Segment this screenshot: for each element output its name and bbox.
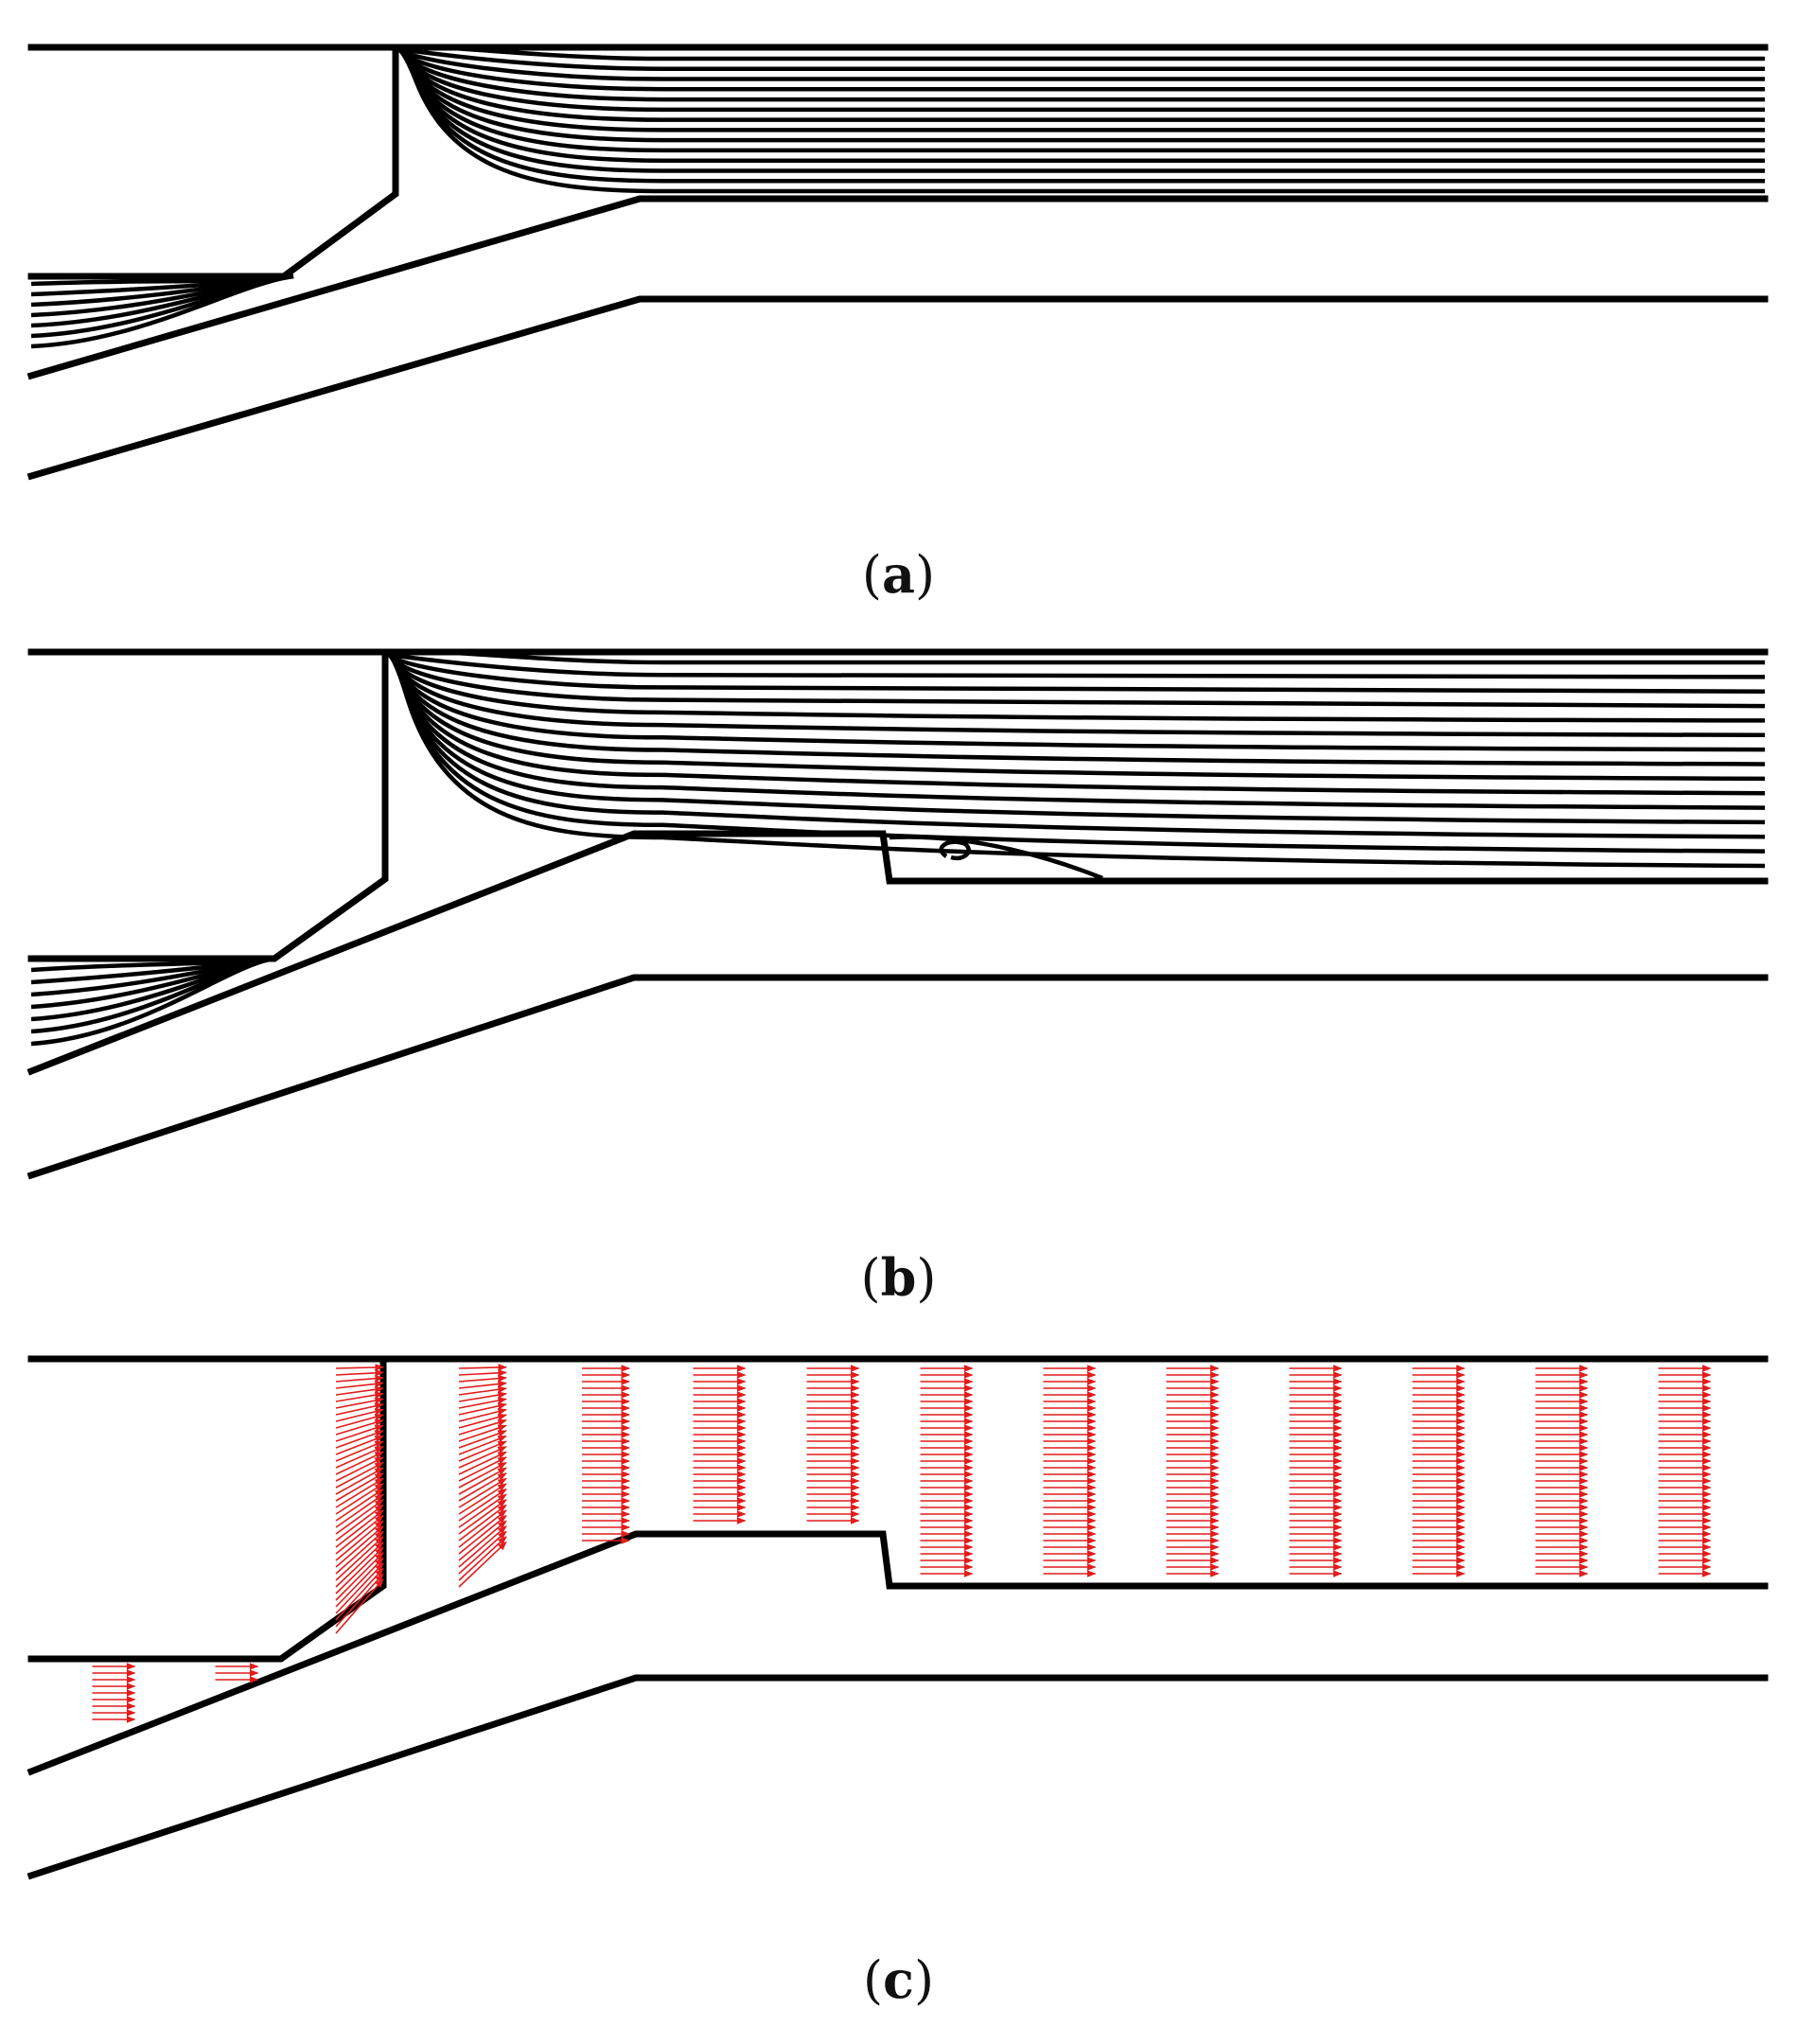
- velocity-vector: [458, 1418, 507, 1436]
- streamline: [391, 655, 1766, 782]
- caption-a-label: a: [882, 544, 915, 605]
- velocity-vector: [335, 1380, 384, 1389]
- streamline: [388, 652, 1766, 679]
- caption-b: (b): [860, 1247, 937, 1308]
- velocity-vector: [458, 1397, 507, 1409]
- velocity-vector: [335, 1397, 384, 1409]
- velocity-vector: [458, 1391, 507, 1402]
- velocity-vector: [335, 1385, 384, 1396]
- velocity-vector: [335, 1424, 384, 1442]
- velocity-vector: [335, 1430, 384, 1449]
- panel-c-vectors: [26, 1355, 1769, 1880]
- streamline: [404, 50, 1765, 194]
- panel-b-streamlines: [26, 648, 1769, 1180]
- streamline: [394, 656, 1766, 839]
- velocity-vector: [335, 1418, 384, 1436]
- streamline: [396, 44, 1765, 62]
- velocity-vector: [335, 1451, 384, 1475]
- velocity-vector: [458, 1435, 507, 1455]
- recirculation-eddy-icon: [939, 839, 971, 861]
- velocity-vector: [458, 1369, 507, 1377]
- velocity-vector: [335, 1536, 384, 1581]
- velocity-vector: [335, 1374, 384, 1383]
- panel-a-streamlines: [26, 44, 1769, 481]
- velocity-vector: [335, 1461, 384, 1489]
- streamline: [397, 46, 1765, 72]
- panel-c: [0, 1344, 1797, 1912]
- caption-c-label: c: [883, 1949, 914, 2010]
- velocity-vector: [458, 1364, 507, 1371]
- streamline: [30, 956, 275, 1047]
- streamline: [395, 656, 1766, 869]
- velocity-vector: [458, 1536, 507, 1581]
- velocity-vector: [335, 1578, 384, 1634]
- velocity-vector: [458, 1374, 507, 1383]
- streamline: [388, 654, 1766, 723]
- velocity-vector: [458, 1446, 507, 1469]
- panel-a: [0, 0, 1797, 530]
- streamline: [392, 655, 1766, 810]
- velocity-vector: [335, 1446, 384, 1469]
- velocity-vector: [335, 1525, 384, 1568]
- velocity-vector: [458, 1530, 507, 1575]
- velocity-vector: [458, 1541, 507, 1588]
- velocity-vector: [335, 1364, 384, 1371]
- velocity-vector: [458, 1440, 507, 1462]
- caption-c: (c): [862, 1949, 935, 2010]
- velocity-vector: [458, 1385, 507, 1396]
- streamline: [395, 656, 1766, 854]
- streamline: [388, 654, 1766, 709]
- velocity-vector: [458, 1451, 507, 1475]
- velocity-vector: [458, 1525, 507, 1568]
- streamline: [398, 48, 1765, 102]
- streamline: [30, 273, 294, 349]
- velocity-vector: [335, 1407, 384, 1422]
- velocity-vector: [335, 1369, 384, 1377]
- streamline: [390, 655, 1766, 752]
- streamline: [392, 655, 1766, 796]
- velocity-vector: [335, 1440, 384, 1462]
- velocity-vector: [458, 1424, 507, 1442]
- streamline: [397, 47, 1765, 92]
- velocity-vector: [335, 1435, 384, 1455]
- streamline: [389, 654, 1766, 738]
- caption-a: (a): [861, 544, 936, 605]
- velocity-vector: [335, 1530, 384, 1575]
- velocity-vector: [458, 1461, 507, 1489]
- velocity-vector: [335, 1472, 384, 1502]
- velocity-vector: [458, 1413, 507, 1429]
- velocity-vector: [458, 1456, 507, 1482]
- streamline: [393, 656, 1766, 825]
- velocity-vector: [335, 1467, 384, 1495]
- streamline: [386, 648, 1765, 665]
- velocity-vector: [335, 1413, 384, 1429]
- streamline: [387, 653, 1766, 694]
- streamline: [390, 655, 1766, 766]
- velocity-vector: [458, 1402, 507, 1416]
- panel-b: [0, 643, 1797, 1211]
- velocity-vector: [335, 1391, 384, 1402]
- velocity-vector: [458, 1407, 507, 1422]
- velocity-vector: [335, 1402, 384, 1416]
- velocity-vector: [458, 1472, 507, 1502]
- streamline: [397, 47, 1765, 81]
- velocity-vector: [458, 1467, 507, 1495]
- caption-b-label: b: [880, 1247, 917, 1308]
- velocity-vector: [458, 1430, 507, 1449]
- velocity-vector: [458, 1380, 507, 1389]
- velocity-vector: [335, 1456, 384, 1482]
- velocity-vector: [458, 1520, 507, 1561]
